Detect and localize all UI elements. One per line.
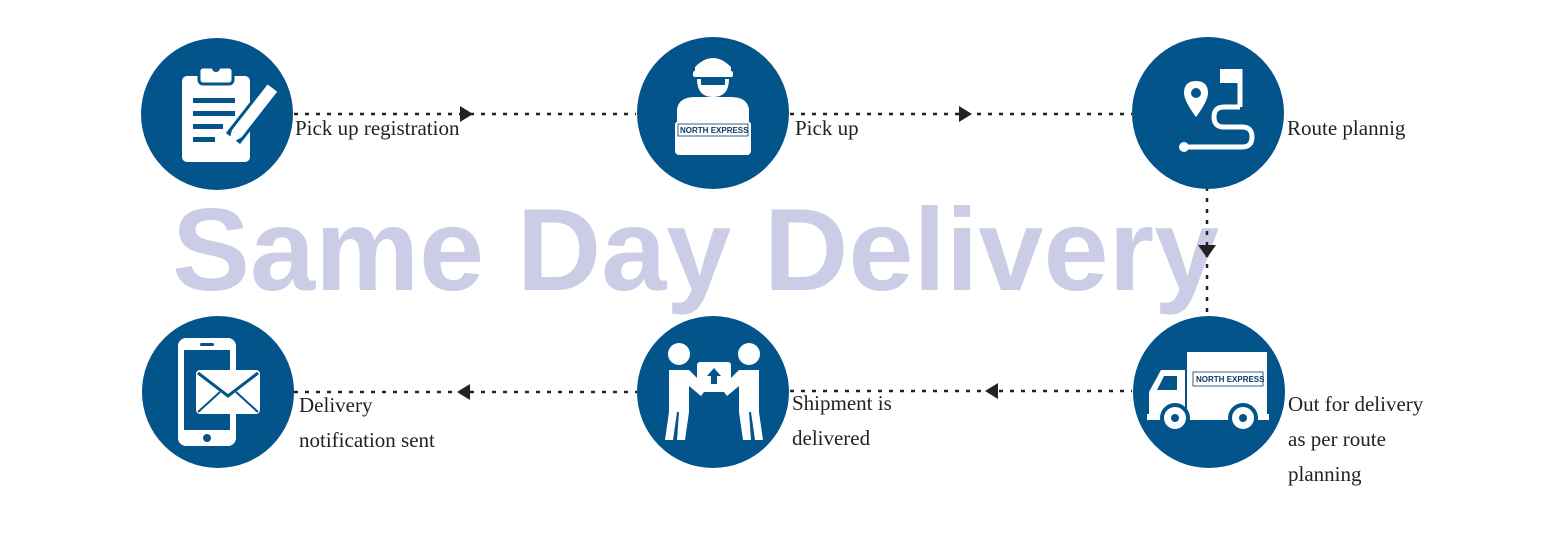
arrowhead-left xyxy=(985,383,998,399)
label-line: notification sent xyxy=(299,428,435,452)
step-registration-label: Pick up registration xyxy=(295,111,459,146)
connector-delivered-to-notification xyxy=(294,384,638,400)
step-delivered-node xyxy=(637,316,789,468)
label-line: Pick up registration xyxy=(295,116,460,140)
step-out-for-delivery-node: NORTH EXPRESS xyxy=(1133,316,1285,468)
connector-registration-to-pickup xyxy=(294,106,636,122)
delivery-truck-icon: NORTH EXPRESS xyxy=(1147,352,1269,433)
label-line: as per route xyxy=(1288,427,1386,451)
step-out-for-delivery-label: Out for delivery as per route planning xyxy=(1288,387,1423,492)
step-route-node xyxy=(1132,37,1284,189)
label-line: Pick up xyxy=(795,116,859,140)
connector-out-for-delivery-to-delivered xyxy=(790,383,1132,399)
clipboard-pencil-icon xyxy=(182,64,281,162)
label-line: Out for delivery xyxy=(1288,392,1424,416)
label-line: Delivery xyxy=(299,393,373,417)
label-line: delivered xyxy=(792,426,871,450)
label-line: planning xyxy=(1288,462,1362,486)
step-pickup-label: Pick up xyxy=(795,111,859,146)
connector-route-to-out-for-delivery xyxy=(1198,187,1216,318)
step-delivered-label: Shipment is delivered xyxy=(792,386,892,456)
arrowhead-right xyxy=(959,106,972,122)
courier-icon: NORTH EXPRESS xyxy=(675,58,751,155)
step-notification-label: Delivery notification sent xyxy=(299,388,435,458)
label-line: Shipment is xyxy=(792,391,892,415)
arrowhead-down xyxy=(1198,245,1216,258)
label-line: Route plannig xyxy=(1287,116,1406,140)
north-express-logo: NORTH EXPRESS xyxy=(1196,375,1265,384)
phone-envelope-icon xyxy=(178,338,260,446)
arrowhead-left xyxy=(457,384,470,400)
same-day-delivery-watermark: Same Day Delivery xyxy=(172,184,1220,315)
step-registration-node xyxy=(141,38,293,190)
step-notification-node xyxy=(142,316,294,468)
route-map-icon xyxy=(1179,69,1255,152)
step-pickup-node: NORTH EXPRESS xyxy=(637,37,789,189)
step-route-label: Route plannig xyxy=(1287,111,1405,146)
arrowhead-right xyxy=(460,106,473,122)
north-express-logo: NORTH EXPRESS xyxy=(680,126,749,135)
connector-pickup-to-route xyxy=(790,106,1132,122)
package-handover-icon xyxy=(665,343,763,440)
